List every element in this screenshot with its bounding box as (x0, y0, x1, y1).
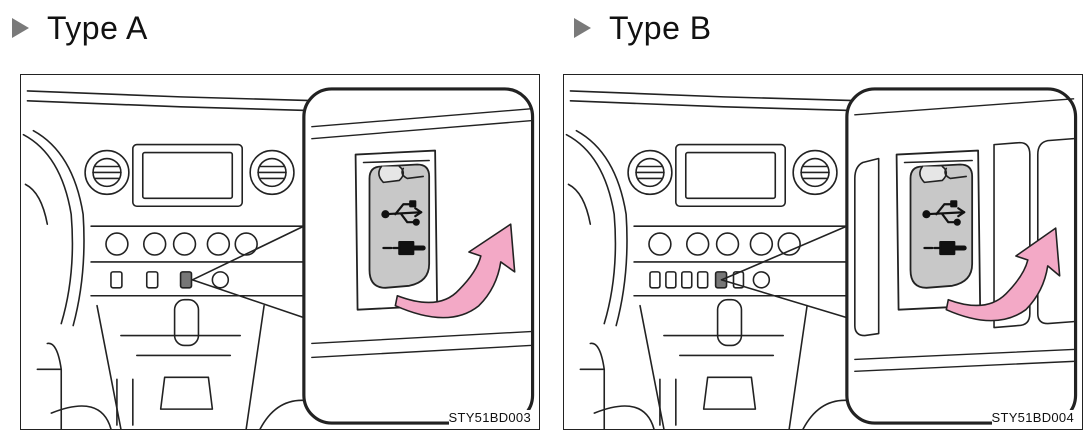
usb-icon (922, 200, 966, 226)
control-knobs (633, 225, 854, 263)
open-arrow-icon (945, 227, 1061, 322)
open-arrow-icon (394, 223, 516, 319)
type-a-label: Type A (47, 9, 148, 46)
center-console (36, 298, 321, 429)
dashboard-drawing-a (22, 87, 535, 429)
steering-wheel (22, 129, 85, 327)
callout-lines (191, 225, 305, 319)
gear-shifter (716, 298, 743, 347)
callout-lines (720, 225, 848, 319)
port-cover (909, 163, 974, 289)
left-air-vent (627, 149, 673, 196)
figure-code: STY51BD003 (448, 410, 531, 425)
dashboard-drawing-b (565, 87, 1078, 429)
usb-port-location (179, 271, 193, 289)
control-knobs (90, 225, 311, 263)
gear-shifter (173, 298, 200, 347)
usb-icon (381, 200, 423, 226)
zoom-inset (845, 87, 1078, 425)
type-a-illustration: STY51BD003 (20, 74, 540, 430)
triangle-bullet-icon (574, 18, 591, 38)
aux-jack-icon (382, 240, 426, 256)
triangle-bullet-icon (12, 18, 29, 38)
zoom-inset (302, 87, 535, 425)
port-cover (368, 163, 431, 289)
right-air-vent (792, 149, 838, 196)
type-b-label: Type B (609, 9, 712, 46)
center-console (579, 298, 864, 429)
steering-wheel (565, 129, 628, 327)
display-screen (132, 143, 244, 208)
switch-row (633, 271, 864, 297)
type-b-illustration: STY51BD004 (563, 74, 1083, 430)
type-b-heading: Type B (574, 6, 712, 50)
right-air-vent (249, 149, 295, 196)
display-screen (675, 143, 787, 208)
left-air-vent (84, 149, 130, 196)
switch-row (90, 271, 321, 297)
aux-jack-icon (923, 240, 967, 256)
figure-code: STY51BD004 (991, 410, 1074, 425)
type-a-heading: Type A (12, 6, 148, 50)
